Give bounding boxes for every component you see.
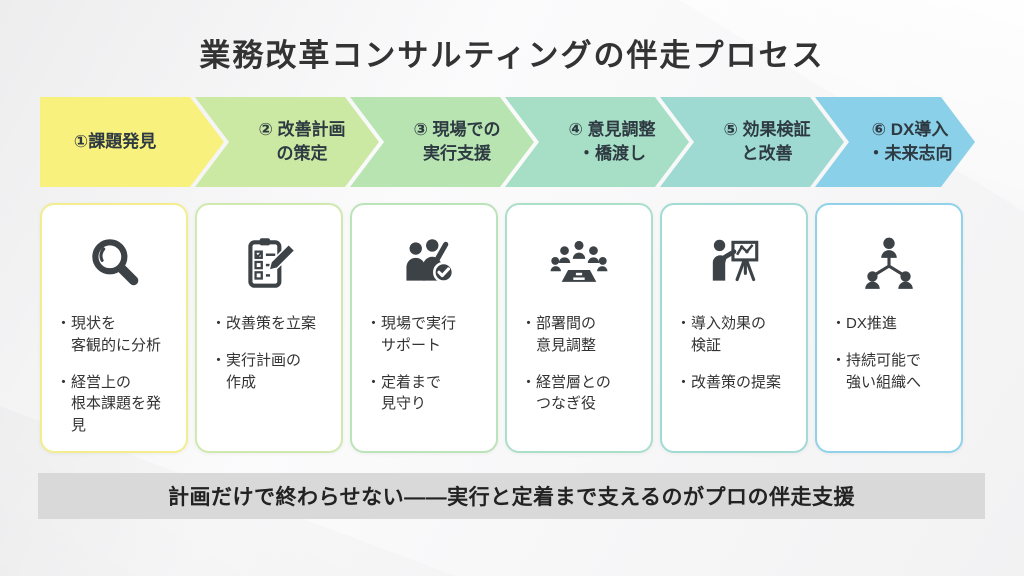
step-card-1: ・現状を 客観的に分析 ・経営上の 根本課題を発見 <box>40 203 188 453</box>
bullet-item: ・経営上の 根本課題を発見 <box>56 373 162 435</box>
bullet-item: ・現状を 客観的に分析 <box>56 315 162 354</box>
process-arrow-3-label: ③ 現場での 実行支援 <box>413 120 501 163</box>
bullet-list: ・改善策を立案 ・実行計画の 作成 <box>197 307 341 393</box>
bullet-list: ・現場で実行 サポート ・定着まで 見守り <box>352 307 496 415</box>
process-arrow-5-label: ⑤ 効果検証 と改善 <box>723 120 811 163</box>
footer-banner: 計画だけで終わらせない――実行と定着まで支えるのがプロの伴走支援 <box>38 473 985 519</box>
step-card-5: ・導入効果の 検証 ・改善策の提案 <box>660 203 808 453</box>
process-arrow-band: ①課題発見 ② 改善計画 の策定 ③ 現場での 実行支援 ④ 意見調整 ・橋渡し… <box>40 97 984 187</box>
bullet-item: ・定着まで 見守り <box>366 373 442 413</box>
process-arrow-4: ④ 意見調整 ・橋渡し <box>505 97 689 187</box>
meeting-icon <box>507 219 651 307</box>
process-arrow-6-label: ⑥ DX導入 ・未来志向 <box>867 120 953 163</box>
step-cards: ・現状を 客観的に分析 ・経営上の 根本課題を発見 <box>40 203 963 453</box>
magnifier-icon <box>42 219 186 307</box>
process-arrow-1-label: ①課題発見 <box>73 132 157 152</box>
bullet-list: ・部署間の 意見調整 ・経営層との つなぎ役 <box>507 307 651 415</box>
bullet-item: ・改善策の提案 <box>676 373 782 391</box>
step-card-2: ・改善策を立案 ・実行計画の 作成 <box>195 203 343 453</box>
team-support-icon <box>352 219 496 307</box>
bullet-list: ・導入効果の 検証 ・改善策の提案 <box>662 307 806 393</box>
page-title: 業務改革コンサルティングの伴走プロセス <box>199 38 825 73</box>
process-arrow-2-label: ② 改善計画 の策定 <box>258 120 346 163</box>
bullet-item: ・改善策を立案 <box>211 315 317 332</box>
footer-text: 計画だけで終わらせない――実行と定着まで支えるのがプロの伴走支援 <box>168 486 855 509</box>
bullet-item: ・実行計画の 作成 <box>211 351 302 391</box>
bullet-item: ・部署間の 意見調整 <box>521 315 597 354</box>
bullet-item: ・経営層との つなぎ役 <box>521 373 611 413</box>
step-card-3: ・現場で実行 サポート ・定着まで 見守り <box>350 203 498 453</box>
presentation-chart-icon <box>662 219 806 307</box>
bullet-item: ・持続可能で 強い組織へ <box>831 351 922 391</box>
bullet-item: ・DX推進 <box>831 315 897 332</box>
org-hierarchy-icon <box>817 219 961 307</box>
process-arrow-4-label: ④ 意見調整 ・橋渡し <box>568 120 656 163</box>
process-arrow-1: ①課題発見 <box>40 97 224 187</box>
step-card-4: ・部署間の 意見調整 ・経営層との つなぎ役 <box>505 203 653 453</box>
clipboard-pencil-icon <box>197 219 341 307</box>
bullet-item: ・導入効果の 検証 <box>676 315 767 354</box>
bullet-list: ・DX推進 ・持続可能で 強い組織へ <box>817 307 961 393</box>
step-card-6: ・DX推進 ・持続可能で 強い組織へ <box>815 203 963 453</box>
bullet-item: ・現場で実行 サポート <box>366 315 457 354</box>
bullet-list: ・現状を 客観的に分析 ・経営上の 根本課題を発見 <box>42 307 186 437</box>
